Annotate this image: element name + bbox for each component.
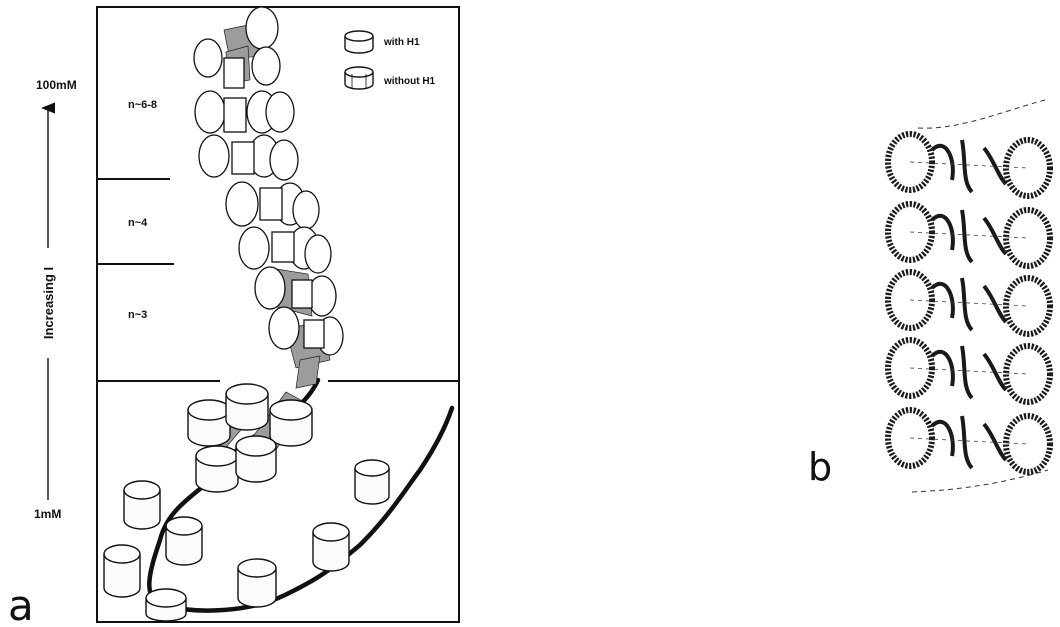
panel-a-label: a (8, 581, 34, 627)
legend-icon-without-h1 (345, 67, 373, 89)
nucleosome-face (266, 92, 294, 132)
nucleosome-face (252, 47, 280, 85)
legend-icon-with-h1 (345, 31, 373, 53)
zone-label-n4: n~4 (128, 217, 148, 229)
nucleosome-edge (232, 142, 254, 174)
nucleosome-face (199, 135, 229, 177)
legend-label-without-h1: without H1 (383, 76, 436, 87)
nucleosome-face (194, 39, 222, 77)
nucleosome (355, 460, 389, 504)
solenoid-coil-rows (888, 134, 1050, 472)
panel-a: Increasing I 100mM 1mM n~6-8 n~4 n~3 wit… (8, 7, 459, 627)
panel-b: b (808, 100, 1050, 492)
zone-label-n3: n~3 (128, 309, 147, 321)
coil-row (888, 272, 1050, 334)
coil-row (888, 204, 1050, 266)
nucleosomes-extended (104, 460, 389, 621)
nucleosome (124, 481, 160, 529)
legend: with H1 without H1 (345, 31, 436, 89)
nucleosome (313, 523, 349, 571)
nucleosome-face (195, 91, 225, 133)
nucleosome (104, 545, 140, 597)
solenoid-fiber (194, 7, 343, 388)
nucleosome-edge (224, 58, 244, 88)
nucleosome-edge (292, 280, 312, 308)
nucleosome (196, 446, 238, 492)
nucleosome-face (305, 235, 331, 273)
nucleosome-face (226, 182, 258, 226)
nucleosome-edge (304, 320, 324, 348)
zone-label-n6-8: n~6-8 (128, 99, 157, 111)
nucleosome-face (270, 140, 298, 180)
nucleosome (188, 400, 230, 446)
nucleosome (226, 384, 268, 430)
nucleosome (146, 589, 186, 621)
legend-label-with-h1: with H1 (383, 37, 420, 48)
panel-b-label: b (808, 445, 832, 489)
nucleosome-face (269, 307, 299, 349)
nucleosome (270, 400, 312, 446)
axis-title: Increasing I (41, 267, 56, 339)
nucleosome-face (239, 227, 269, 269)
ionic-strength-axis: Increasing I 100mM 1mM (34, 78, 77, 521)
axis-bottom-label: 1mM (34, 507, 61, 521)
nucleosome-edge (260, 188, 282, 220)
nucleosome-face (246, 7, 278, 49)
nucleosome (238, 559, 276, 607)
nucleosome-edge (224, 98, 246, 132)
nucleosomes-zigzag (188, 384, 312, 492)
coil-row (888, 134, 1050, 196)
nucleosome-face (255, 267, 285, 309)
nucleosome-edge (272, 232, 294, 262)
axis-top-label: 100mM (36, 78, 77, 92)
nucleosome (236, 436, 276, 482)
nucleosome-face (293, 191, 319, 229)
guide-curve-top (918, 100, 1045, 128)
coil-row (888, 340, 1050, 402)
coil-row (888, 410, 1050, 472)
nucleosome (166, 517, 202, 565)
